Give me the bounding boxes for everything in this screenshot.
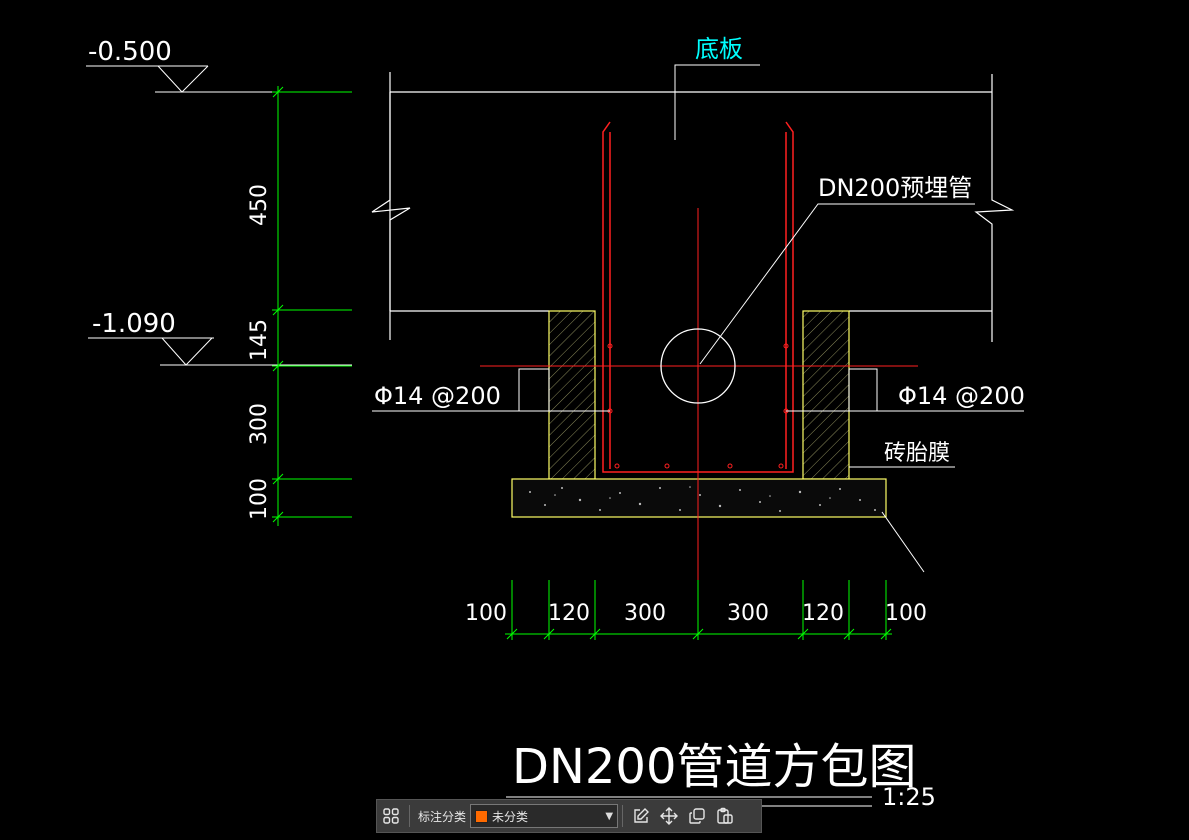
move-button[interactable] <box>655 802 683 830</box>
toolbar-separator <box>409 805 410 827</box>
chevron-down-icon: ▼ <box>605 810 614 822</box>
elevation-upper-text: -0.500 <box>88 37 172 67</box>
rebar-callout-right: Φ14 @200 <box>786 382 1025 412</box>
vertical-dimension-chain <box>272 86 352 526</box>
pipe-label: DN200预埋管 <box>699 174 975 365</box>
layer-select-value: 未分类 <box>492 809 529 824</box>
dim-v-145: 145 <box>247 319 272 361</box>
brick-wall-right <box>802 310 850 480</box>
drawing-title: DN200管道方包图 <box>512 739 917 795</box>
rebar-left-text: Φ14 @200 <box>374 382 501 410</box>
dim-h-6: 100 <box>885 601 927 626</box>
base-leader <box>881 511 925 573</box>
rebar-callout-left: Φ14 @200 <box>372 382 610 412</box>
annotation-toolbar: 标注分类 未分类 ▼ <box>376 799 762 833</box>
brick-form-text: 砖胎膜 <box>884 441 950 466</box>
dim-h-3: 300 <box>624 601 666 626</box>
pipe-circle <box>660 328 736 404</box>
horizontal-dimension-chain <box>505 580 892 640</box>
concrete-base <box>511 478 887 518</box>
paste-button[interactable] <box>711 802 739 830</box>
copy-button[interactable] <box>683 802 711 830</box>
slab-outline <box>371 72 1015 342</box>
slab-label-text: 底板 <box>695 35 743 63</box>
edit-icon <box>634 808 650 823</box>
edit-button[interactable] <box>627 802 655 830</box>
category-label: 标注分类 <box>418 809 467 824</box>
layer-color-swatch <box>475 809 489 823</box>
elevation-upper: -0.500 <box>86 37 352 93</box>
elevation-lower-text: -1.090 <box>92 309 176 339</box>
dim-v-100: 100 <box>247 478 272 520</box>
grid-icon <box>383 808 399 824</box>
dim-v-450: 450 <box>247 184 272 226</box>
dim-h-2: 120 <box>548 601 590 626</box>
move-icon <box>660 807 679 825</box>
dim-v-300: 300 <box>247 403 272 445</box>
elevation-lower: -1.090 <box>88 309 352 366</box>
drawing-scale: 1:25 <box>882 783 936 811</box>
dim-h-5: 120 <box>802 601 844 626</box>
brick-wall-left <box>548 310 596 480</box>
brick-form-label: 砖胎膜 <box>849 441 955 468</box>
dim-h-1: 100 <box>465 601 507 626</box>
layer-select[interactable]: 未分类 ▼ <box>470 804 619 828</box>
dim-h-4: 300 <box>727 601 769 626</box>
pipe-label-text: DN200预埋管 <box>818 174 972 202</box>
slab-label: 底板 <box>674 35 760 140</box>
rebar-right-text: Φ14 @200 <box>898 382 1025 410</box>
paste-icon <box>717 807 733 824</box>
copy-icon <box>689 808 705 824</box>
grid-button[interactable] <box>377 802 405 830</box>
toolbar-separator <box>622 805 624 827</box>
